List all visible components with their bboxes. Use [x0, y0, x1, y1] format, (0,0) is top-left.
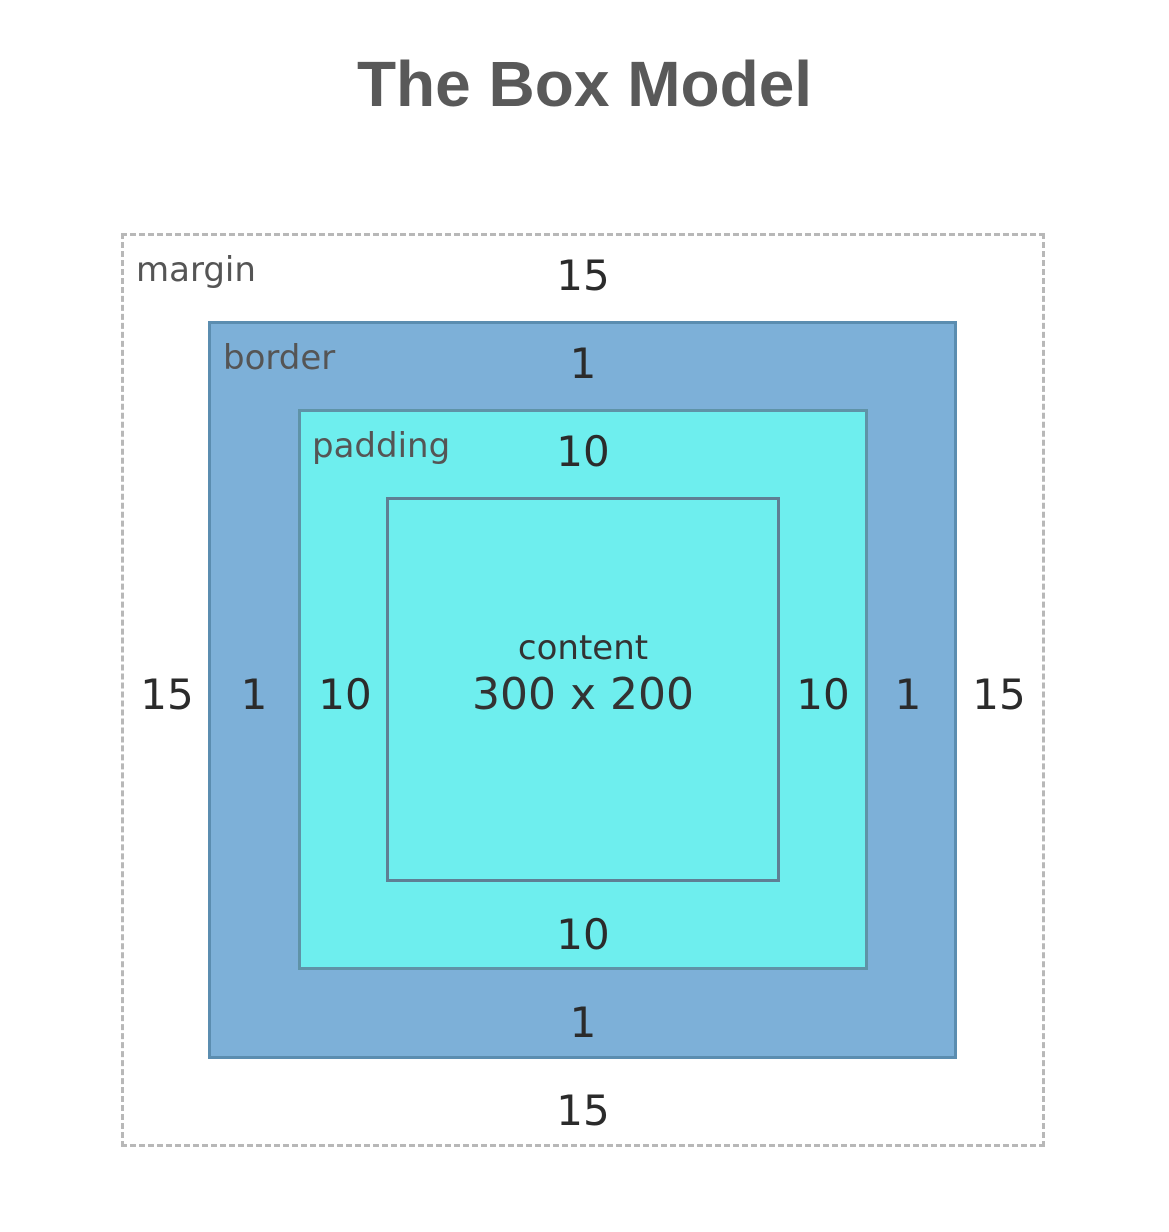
margin-label: margin	[136, 250, 256, 290]
padding-right-value: 10	[796, 670, 850, 719]
content-dimensions: 300 x 200	[472, 669, 694, 720]
border-right-value: 1	[894, 670, 922, 719]
margin-bottom-value: 15	[556, 1086, 610, 1135]
padding-bottom-value: 10	[556, 910, 610, 959]
border-left-value: 1	[240, 670, 268, 719]
margin-right-value: 15	[972, 670, 1026, 719]
margin-top-value: 15	[556, 251, 610, 300]
padding-top-value: 10	[556, 427, 610, 476]
padding-left-value: 10	[318, 670, 372, 719]
margin-left-value: 15	[140, 670, 194, 719]
border-bottom-value: 1	[569, 998, 597, 1047]
border-label: border	[223, 338, 336, 378]
border-top-value: 1	[569, 339, 597, 388]
padding-label: padding	[312, 426, 451, 466]
content-box	[386, 497, 780, 882]
page-title: The Box Model	[356, 48, 813, 120]
content-label: content	[517, 628, 649, 668]
